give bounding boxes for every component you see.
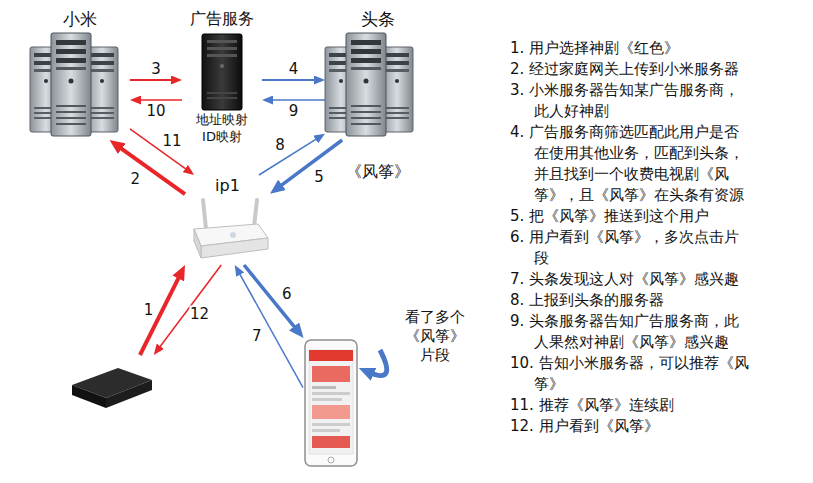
drawing-part xyxy=(207,47,237,50)
drawing-part xyxy=(207,40,237,43)
tv-box-node xyxy=(65,355,155,415)
flow-arrow xyxy=(259,137,319,175)
step-number: 8 xyxy=(274,137,286,154)
step-number: 10 xyxy=(145,103,166,120)
step-number: 12 xyxy=(189,306,210,323)
flow-arrow xyxy=(262,79,318,81)
step-number: 5 xyxy=(313,168,325,185)
toutiao-servers xyxy=(325,33,413,136)
flow-arrow xyxy=(117,145,185,194)
drawing-part xyxy=(312,405,350,419)
drawing-part xyxy=(312,392,350,395)
step-number: 2 xyxy=(129,171,141,188)
node-heading: ip1 xyxy=(185,175,270,197)
step-text: 8. 上报到头条的服务器 xyxy=(510,290,756,311)
picture-space xyxy=(65,355,155,415)
curved-arrow xyxy=(368,350,387,376)
step-text: 7. 头条发现这人对《风筝》感兴趣 xyxy=(510,269,756,290)
step-number: 9 xyxy=(288,103,300,120)
drawing-part xyxy=(194,229,201,258)
flow-arrow xyxy=(130,79,175,81)
server-cluster: 头条 xyxy=(325,8,430,140)
flow-arrow xyxy=(238,271,303,388)
step-number: 6 xyxy=(281,285,293,302)
drawing-part xyxy=(72,385,106,408)
step-text: 6. 用户看到《风筝》，多次点击片 段 xyxy=(510,227,756,269)
picture-space xyxy=(30,30,130,140)
router xyxy=(194,200,268,258)
drawing-part xyxy=(312,429,340,432)
drawing-part xyxy=(202,34,242,110)
node-heading: 广告服务 xyxy=(182,8,262,30)
step-text: 2. 经过家庭网关上传到小米服务器 xyxy=(510,59,756,80)
drawing-part xyxy=(328,457,334,463)
phone xyxy=(305,340,357,466)
picture-space xyxy=(185,197,270,265)
step-list: 1. 用户选择神剧《红色》2. 经过家庭网关上传到小米服务器3. 小米服务器告知… xyxy=(510,38,756,437)
flow-arrow xyxy=(277,140,342,188)
step-text: 5. 把《风筝》推送到这个用户 xyxy=(510,206,756,227)
node-note: 地址映射 ID映射 xyxy=(193,111,252,145)
drawing-part xyxy=(312,398,342,401)
router-box: ip1 xyxy=(185,175,270,265)
drawing-part xyxy=(207,97,237,99)
step-text: 10. 告知小米服务器，可以推荐《风 筝》 xyxy=(510,353,756,395)
step-text: 12. 用户看到《风筝》 xyxy=(510,416,756,437)
drawing-part xyxy=(207,54,237,57)
drawing-part xyxy=(230,232,236,238)
step-text: 3. 小米服务器告知某广告服务商， 此人好神剧 xyxy=(510,80,756,122)
drawing-part xyxy=(254,200,257,227)
flow-arrow xyxy=(137,99,182,101)
server-cluster: 小米 xyxy=(30,8,130,140)
picture-space xyxy=(182,30,262,110)
callout-text: 看了多个《风筝》片段 xyxy=(403,308,468,365)
step-number: 11 xyxy=(162,132,183,149)
xiaomi-servers xyxy=(30,33,118,136)
drawing-part xyxy=(312,436,350,448)
flow-arrow xyxy=(269,99,325,101)
tv-box xyxy=(72,368,152,408)
drawing-part xyxy=(305,340,357,466)
drawing-part xyxy=(220,64,224,68)
step-text: 11. 推荐《风筝》连续剧 xyxy=(510,395,756,416)
server-group xyxy=(325,33,413,136)
arrow-caption: 《风筝》 xyxy=(346,162,410,183)
drawing-part xyxy=(309,350,353,361)
step-text: 9. 头条服务器告知广告服务商，此 人果然对神剧《风筝》感兴趣 xyxy=(510,311,756,353)
ad-server-box: 广告服务地址映射 ID映射 xyxy=(182,8,262,145)
drawing-part xyxy=(201,238,268,258)
step-number: 1 xyxy=(143,302,155,319)
drawing-part xyxy=(309,350,353,454)
step-text: 4. 广告服务商筛选匹配此用户是否 在使用其他业务，匹配到头条， 并且找到一个收… xyxy=(510,122,756,206)
node-heading: 小米 xyxy=(30,8,130,30)
drawing-part xyxy=(312,366,350,382)
flow-arrow xyxy=(158,265,222,350)
phone-node: 看了多个《风筝》片段 xyxy=(303,338,360,468)
step-number: 4 xyxy=(288,61,300,78)
flow-arrow xyxy=(140,273,181,355)
drawing-part xyxy=(106,380,152,408)
drawing-part xyxy=(203,200,206,229)
node-heading: 头条 xyxy=(325,8,430,30)
ad-server xyxy=(202,34,242,110)
step-text: 1. 用户选择神剧《红色》 xyxy=(510,38,756,59)
drawing-part xyxy=(312,386,336,389)
flow-arrow xyxy=(130,129,189,171)
server-group xyxy=(30,33,118,136)
drawing-part xyxy=(207,92,237,94)
step-number: 7 xyxy=(251,328,263,345)
picture-space xyxy=(325,30,430,140)
flow-arrow xyxy=(244,265,298,331)
drawing-part xyxy=(312,423,350,426)
step-number: 3 xyxy=(150,61,162,78)
